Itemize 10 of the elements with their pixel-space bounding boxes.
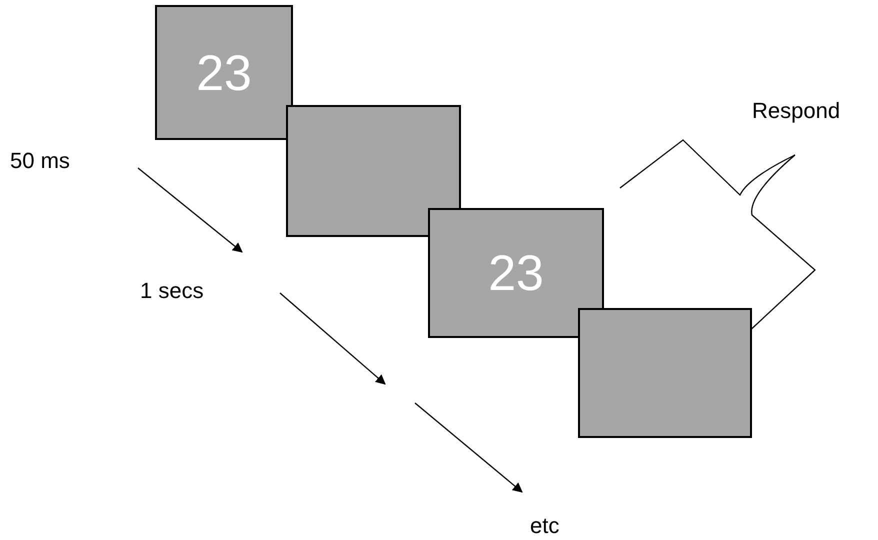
continuation-label: etc [530,515,560,537]
duration-label: 50 ms [10,150,70,172]
response-label: Respond [752,100,840,122]
number-text: 23 [488,248,544,298]
screen-box [578,308,752,438]
duration-label: 1 secs [140,280,204,302]
screen-box [428,208,604,338]
number-text: 23 [196,48,252,98]
screen-box [155,5,293,140]
screen-box [286,105,461,237]
